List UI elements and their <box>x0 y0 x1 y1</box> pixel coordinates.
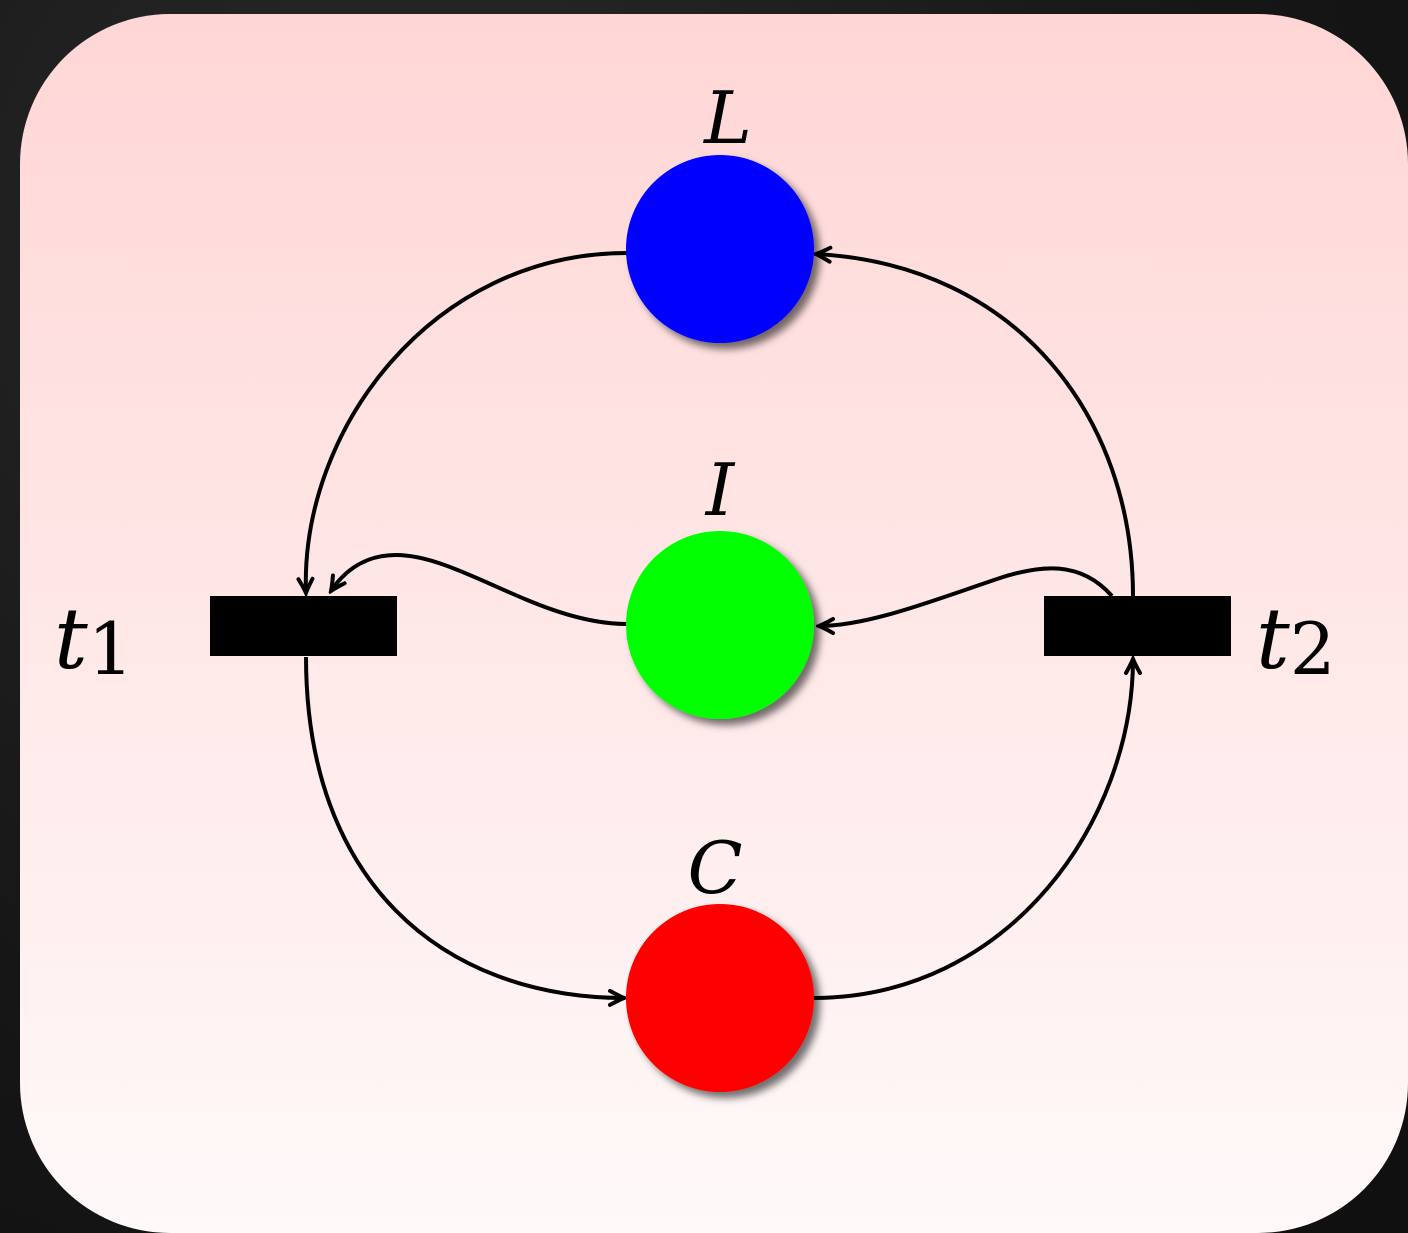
place-l-circle <box>626 155 814 343</box>
arc-t1-to-c <box>304 656 624 998</box>
place-c: C <box>626 826 814 1092</box>
place-i-label: I <box>704 448 736 532</box>
transition-t2-label-subscript: 2 <box>1290 607 1336 691</box>
arc-t2-to-i <box>819 566 1114 626</box>
arc-t2-to-l <box>816 254 1135 597</box>
place-c-circle <box>626 904 814 1092</box>
arc-l-to-t1 <box>306 251 628 593</box>
transition-t1-label: t1 <box>54 590 134 691</box>
place-i: I <box>626 448 814 719</box>
transition-t2-label-main: t <box>1256 590 1290 688</box>
place-c-label: C <box>687 826 742 910</box>
place-l-label: L <box>702 76 752 160</box>
transition-t1-label-subscript: 1 <box>88 607 134 691</box>
place-l: L <box>626 76 814 343</box>
arcs <box>306 253 1133 998</box>
transition-t2-bar <box>1044 596 1231 656</box>
transition-t1-bar <box>210 596 397 656</box>
place-i-circle <box>626 531 814 719</box>
arc-c-to-t2 <box>812 659 1133 1000</box>
arc-i-to-t1 <box>331 552 628 626</box>
transition-t1: t1 <box>54 590 397 691</box>
transition-t2-label: t2 <box>1256 590 1336 691</box>
transition-t2: t2 <box>1044 590 1336 691</box>
transition-t1-label-main: t <box>54 590 88 688</box>
